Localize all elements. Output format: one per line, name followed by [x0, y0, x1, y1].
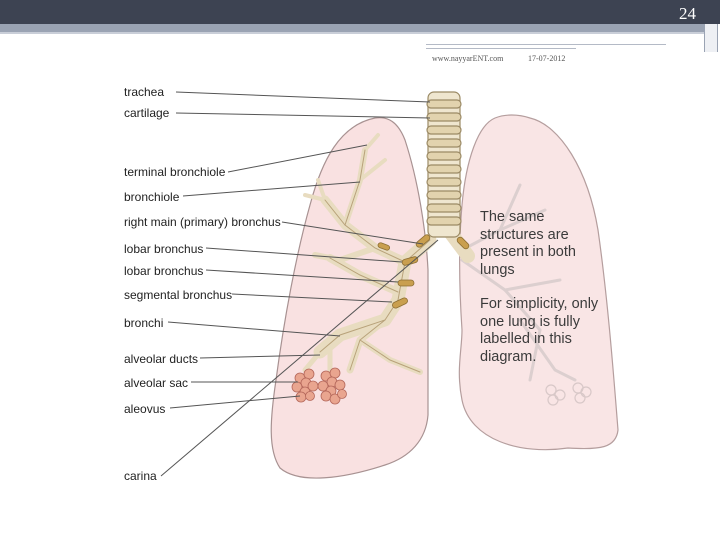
left-lung	[458, 114, 619, 451]
label-right-main-bronchus: right main (primary) bronchus	[124, 215, 281, 229]
label-segmental-bronchus: segmental bronchus	[124, 288, 233, 302]
label-bronchiole: bronchiole	[124, 190, 180, 204]
slide-number: 24	[679, 4, 696, 23]
leader-lines	[160, 91, 439, 477]
left-lung-faint-tree	[460, 183, 577, 382]
cartilage-rings	[426, 99, 462, 226]
label-carina: carina	[124, 469, 157, 483]
date-text: 17-07-2012	[528, 54, 566, 63]
label-terminal-bronchiole: terminal bronchiole	[124, 165, 226, 179]
header-rule-short	[426, 48, 576, 49]
label-cartilage: cartilage	[124, 106, 170, 120]
alveolar-sacs	[291, 367, 347, 405]
label-alveolar-ducts: alveolar ducts	[124, 352, 199, 366]
label-aleovus: aleovus	[124, 402, 166, 416]
left-lung-faint-alveoli	[545, 382, 592, 406]
label-lobar-bronchus-2: lobar bronchus	[124, 264, 204, 278]
title-bar-underline-thin	[0, 32, 704, 34]
label-bronchi: bronchi	[124, 316, 164, 330]
label-alveolar-sac: alveolar sac	[124, 376, 189, 390]
title-bar-underline	[0, 24, 704, 32]
title-bar	[0, 0, 720, 24]
note-same-structures: The same structures are present in both …	[480, 209, 576, 278]
label-trachea: trachea	[124, 85, 165, 99]
bronchus-rings	[377, 234, 470, 309]
label-lobar-bronchus-1: lobar bronchus	[124, 242, 204, 256]
note-simplicity: For simplicity, only one lung is fully l…	[480, 296, 599, 365]
website-text: www.nayyarENT.com	[432, 54, 504, 63]
side-rail	[704, 24, 718, 52]
header-rule	[426, 44, 666, 45]
